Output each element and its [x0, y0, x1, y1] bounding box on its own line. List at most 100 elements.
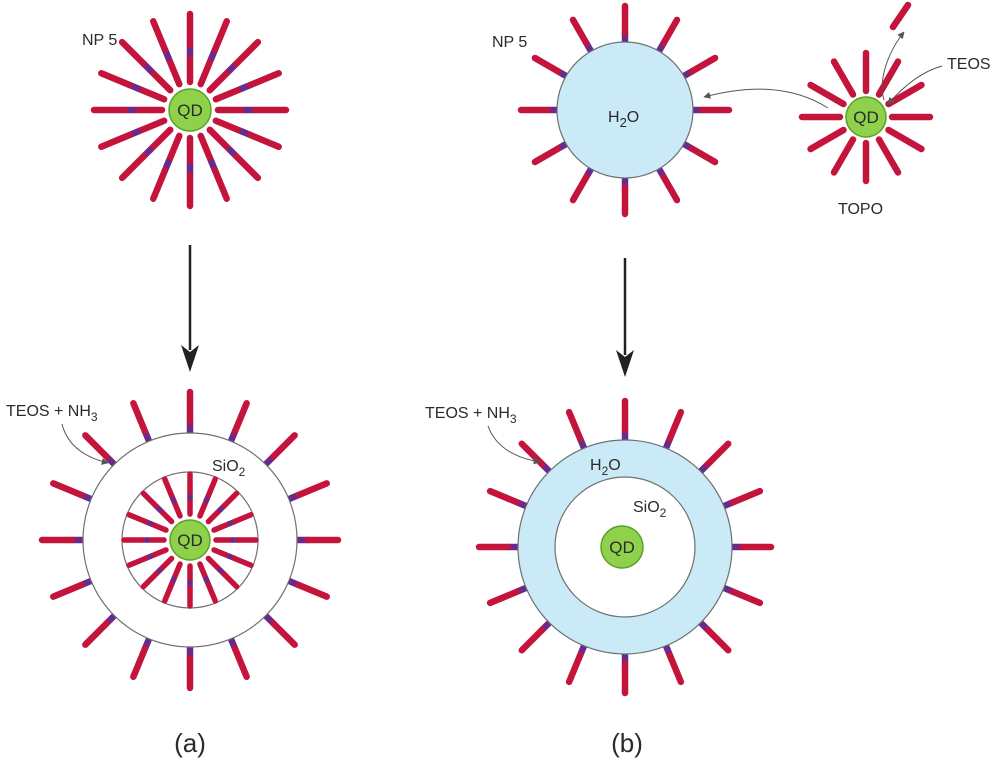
ligand-spike [211, 511, 254, 533]
ligand-segment [212, 117, 246, 135]
ligand-spike [211, 547, 254, 569]
ligand-segment [150, 18, 169, 53]
reagent-arrow [487, 425, 541, 465]
ligand-segment [205, 476, 219, 499]
ligand-release-arrow [881, 31, 905, 101]
quantum-dot-core [169, 519, 211, 561]
ligand-segment [197, 561, 210, 583]
ligand-segment [247, 131, 282, 150]
ligand-spike [565, 640, 589, 686]
ligand-spike [807, 126, 847, 153]
ligand-segment [889, 1, 912, 31]
water-label: H2O [590, 457, 621, 478]
ligand-segment [211, 520, 233, 533]
quantum-dot-core [600, 525, 644, 569]
ligand-segment [704, 440, 732, 468]
ligand-segment [730, 588, 764, 607]
quantum-dot-core [168, 88, 212, 132]
panel-b-bottom-coated-qd: QD H2O SiO2 TEOS + NH3 [425, 397, 775, 697]
ligand-spike [569, 16, 596, 57]
ligand-spike [678, 54, 719, 81]
np5-ligand-spikes [517, 2, 733, 218]
ligand-spike [197, 132, 230, 202]
ligand-segment [146, 126, 174, 154]
qd-label: QD [609, 538, 635, 557]
ligand-spike [205, 555, 240, 590]
ligand-segment [118, 152, 148, 182]
ligand-segment [98, 131, 133, 150]
ligand-spike [226, 400, 250, 447]
ligand-spike [212, 70, 282, 103]
ligand-segment [206, 126, 234, 154]
ligand-spike [518, 440, 555, 477]
ligand-spike [197, 18, 230, 88]
ligand-spike [531, 54, 572, 81]
ligand-spike [830, 136, 857, 176]
ligand-segment [704, 626, 732, 654]
ligand-segment [231, 555, 254, 569]
ligand-spike [197, 476, 219, 519]
ligand-segment [126, 555, 149, 569]
ligand-spike [695, 617, 732, 654]
ligand-segment [231, 400, 250, 435]
silica-label: SiO2 [633, 499, 667, 520]
teos-nh3-label: TEOS + NH3 [6, 403, 98, 424]
ligand-spike [205, 490, 240, 525]
ligand-spike [118, 38, 174, 94]
ligand-segment [134, 85, 168, 103]
arrow-head [616, 350, 634, 377]
ligand-segment [231, 645, 250, 680]
ligand-segment [295, 581, 330, 600]
ligand-segment [569, 173, 590, 204]
ligand-spike [161, 476, 183, 519]
panel-a-bottom-coated-qd: QD SiO2 TEOS + NH3 [6, 388, 342, 692]
transfer-arrow [703, 88, 829, 109]
reagent-arrow [61, 423, 109, 465]
ligand-spike [50, 480, 97, 504]
ligand-segment [211, 167, 230, 202]
teos-label: TEOS [947, 56, 991, 73]
teos-nh3-label: TEOS + NH3 [425, 405, 517, 426]
ligand-spike [126, 511, 169, 533]
panel-b-process-arrow [616, 258, 634, 377]
ligand-spike [126, 547, 169, 569]
ligand-spike [50, 576, 97, 600]
ligand-segment [205, 581, 219, 604]
ligand-spike [161, 561, 183, 604]
panel-a-process-arrow [181, 245, 199, 372]
ligand-spike [98, 70, 168, 103]
ligand-spike [206, 38, 262, 94]
ligand-segment [82, 432, 110, 460]
np5-ligand-spikes [90, 10, 290, 210]
ligand-segment [147, 520, 169, 533]
ligand-spike [226, 633, 250, 680]
ligand-segment [830, 58, 857, 98]
ligand-spike [661, 640, 685, 686]
ligand-spike [518, 617, 555, 654]
ligand-segment [830, 136, 857, 176]
ligand-spike [260, 432, 298, 470]
ligand-spike [118, 126, 174, 182]
ligand-segment [688, 145, 719, 166]
ligand-segment [82, 620, 110, 648]
ligand-segment [486, 487, 520, 506]
ligand-spike [260, 610, 298, 648]
ligand-segment [232, 152, 262, 182]
arrow-head [181, 345, 199, 372]
water-droplet [556, 41, 694, 179]
topo-ligand-spikes [798, 49, 934, 185]
ligand-segment [565, 408, 584, 442]
ligand-segment [666, 408, 685, 442]
inner-ligand-spikes [121, 471, 259, 609]
ligand-segment [688, 54, 719, 75]
ligand-segment [221, 571, 240, 590]
ligand-segment [130, 645, 149, 680]
ligand-spike [206, 126, 262, 182]
ligand-segment [206, 66, 234, 94]
ligand-spike [807, 81, 847, 108]
quantum-dot-core [845, 96, 887, 138]
ligand-spike [82, 610, 120, 648]
ligand-segment [165, 132, 183, 166]
ligand-segment [807, 81, 847, 108]
